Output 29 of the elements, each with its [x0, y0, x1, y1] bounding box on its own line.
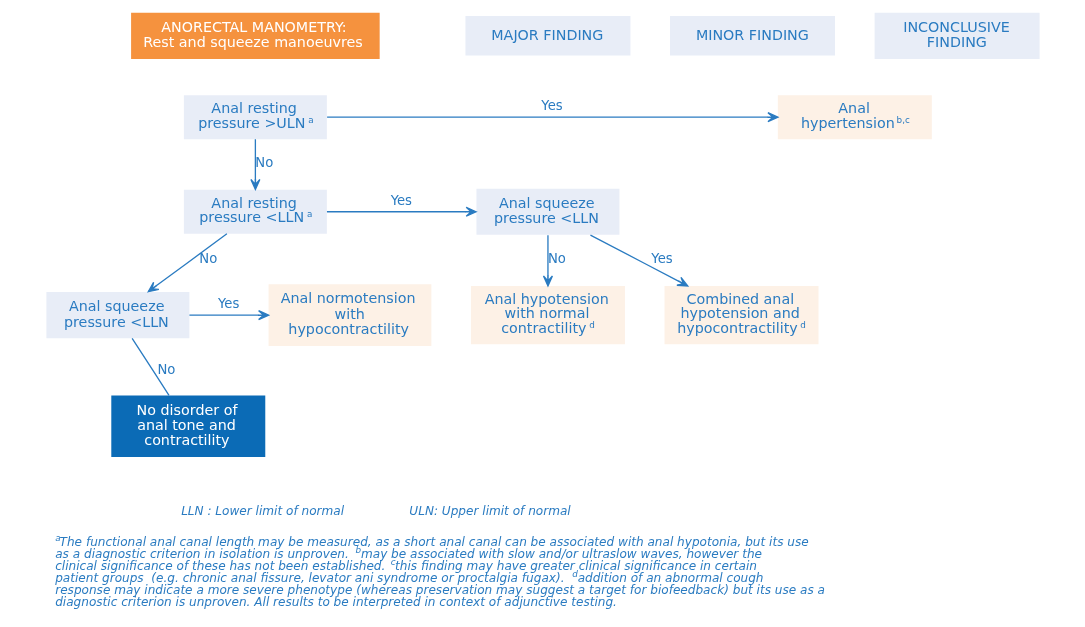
arrow — [589, 234, 688, 287]
arrow — [147, 233, 228, 293]
node-box: ANORECTAL MANOMETRY: Rest and squeeze manoeuvres — [130, 12, 380, 59]
arrow — [542, 234, 553, 287]
node-box: Anal squeeze pressure <LLN — [475, 188, 619, 235]
node-box: Anal hypotension with normal contractility$^{d}$ — [470, 286, 625, 345]
node-box: Anal normotension with hypocontractility — [268, 284, 431, 346]
node-box: Anal squeeze pressure <LLN — [45, 292, 189, 339]
node-box: No disorder of anal tone and contractility — [110, 395, 265, 458]
edge-label: Yes — [390, 192, 412, 208]
caption: $^{a}$The functional anal canal length may be measured, as a short anal canal can be associated with anal hypotonia, but its use as a diagnostic criterion in isolation is unproven. $^{b}$may be associated with slow and/or ultraslow waves, however the clinical significance of these has not been established. $^{c}$this finding may have greater clinical significance in certain patient groups (e.g. chronic anal fissure, levator ani syndrome or proctalgia fugax). $^{d}$addition of an abnormal cough response may indicate a more severe phenotype (whereas preservation may suggest a target for biofeedback) but its use as a diagnostic criterion is unproven. All results to be interpreted in context of adjunctive testing. — [54, 532, 825, 610]
edge-label: No — [254, 155, 273, 171]
arrow — [325, 206, 477, 217]
connector — [131, 337, 170, 396]
edge-label: No — [547, 251, 566, 267]
label: LLN : Lower limit of normal — [180, 504, 344, 519]
arrow — [188, 310, 269, 321]
edge-label: No — [198, 251, 217, 267]
edge-label: Yes — [217, 296, 239, 312]
edge-label: Yes — [540, 98, 563, 114]
node-box: Anal hypertension$^{b,c}$ — [777, 95, 932, 140]
arrow — [249, 138, 260, 191]
arrow — [325, 112, 778, 123]
edge-label: No — [156, 362, 175, 378]
label: ULN: Upper limit of normal — [408, 504, 571, 519]
node-box: Anal resting pressure <LLN$^{a}$ — [183, 189, 327, 234]
node-box: Anal resting pressure >ULN$^{a}$ — [183, 95, 327, 140]
edge-label: Yes — [650, 251, 673, 267]
node-box: Combined anal hypotension and hypocontractility$^{d}$ — [664, 286, 818, 345]
